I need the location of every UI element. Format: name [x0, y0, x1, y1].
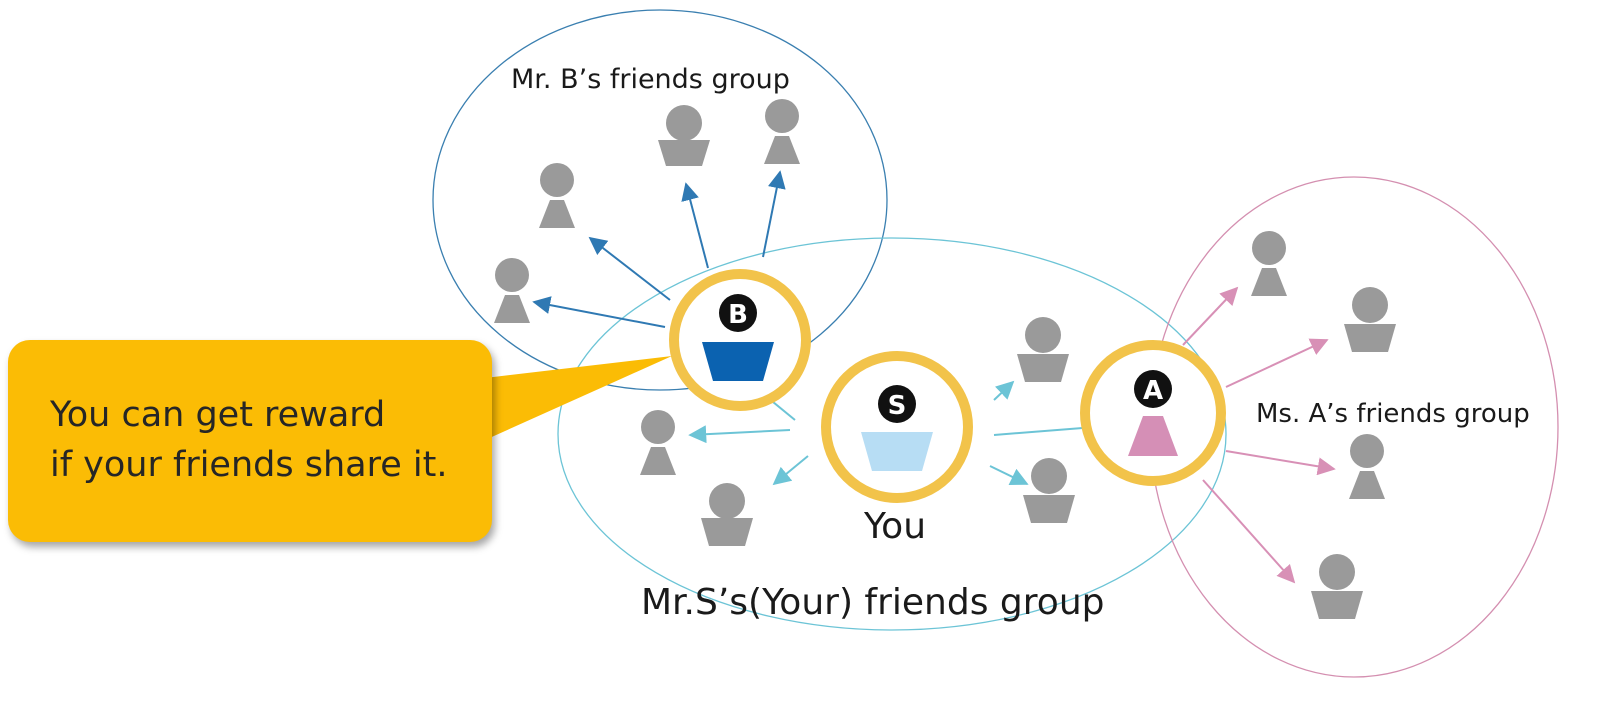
b-highlight-ring [669, 269, 811, 411]
friend-person-icon [640, 410, 676, 475]
friend-person-icon [1017, 317, 1069, 382]
b-badge-icon [719, 294, 757, 332]
s-group-outline [557, 237, 1227, 631]
s-highlight-ring [821, 351, 973, 503]
b-group-outline [432, 9, 888, 391]
friend-person-icon [764, 99, 800, 164]
friend-person-icon [658, 105, 710, 166]
friend-person-icon [1023, 458, 1075, 523]
arrow-b-to-friend [532, 296, 666, 328]
friend-person-icon [1349, 434, 1385, 499]
arrow-a-to-friend [1225, 338, 1329, 388]
arrow-s-to-friend [688, 425, 791, 444]
friend-person-icon [539, 163, 575, 228]
arrow-s-to-friend [989, 465, 1029, 486]
you-label: You [863, 506, 926, 547]
arrow-b-to-friend [681, 182, 709, 269]
arrow-a-to-friend [1182, 286, 1239, 346]
s-badge: S [888, 391, 907, 421]
reward-callout: You can get reward if your friends share… [8, 340, 492, 542]
callout-line-1: You can get reward [50, 395, 386, 435]
node-b: B [669, 269, 811, 411]
arrow-b-to-friend [762, 170, 786, 258]
b-person-icon [702, 342, 774, 381]
friend-person-icon [494, 258, 530, 323]
arrow-s-to-friend [772, 455, 809, 486]
a-share-arrows [1182, 286, 1336, 584]
s-person-icon [861, 432, 933, 471]
a-badge-icon [1134, 370, 1172, 408]
a-person-icon [1128, 416, 1178, 456]
arrow-b-to-friend [588, 236, 671, 301]
a-highlight-ring [1080, 340, 1226, 486]
node-s: S [821, 351, 973, 503]
b-badge: B [728, 300, 748, 330]
a-group-label: Ms. A’s friends group [1256, 399, 1530, 429]
s-badge-icon [878, 385, 916, 423]
b-group-label: Mr. B’s friends group [511, 64, 790, 95]
friend-person-icon [701, 483, 753, 546]
arrow-a-to-friend [1202, 479, 1296, 584]
s-group-label: Mr.S’s(Your) friends group [641, 582, 1104, 623]
arrow-a-to-friend [1225, 450, 1336, 476]
friend-person-icon [1311, 554, 1363, 619]
a-badge: A [1143, 376, 1163, 406]
callout-pointer [485, 356, 672, 440]
b-share-arrows [532, 170, 786, 328]
arrow-s-to-friend [993, 380, 1015, 401]
node-a: A [1080, 340, 1226, 486]
friend-person-icon [1251, 231, 1287, 296]
callout-line-2: if your friends share it. [50, 445, 448, 485]
friend-person-icon [1344, 287, 1396, 352]
